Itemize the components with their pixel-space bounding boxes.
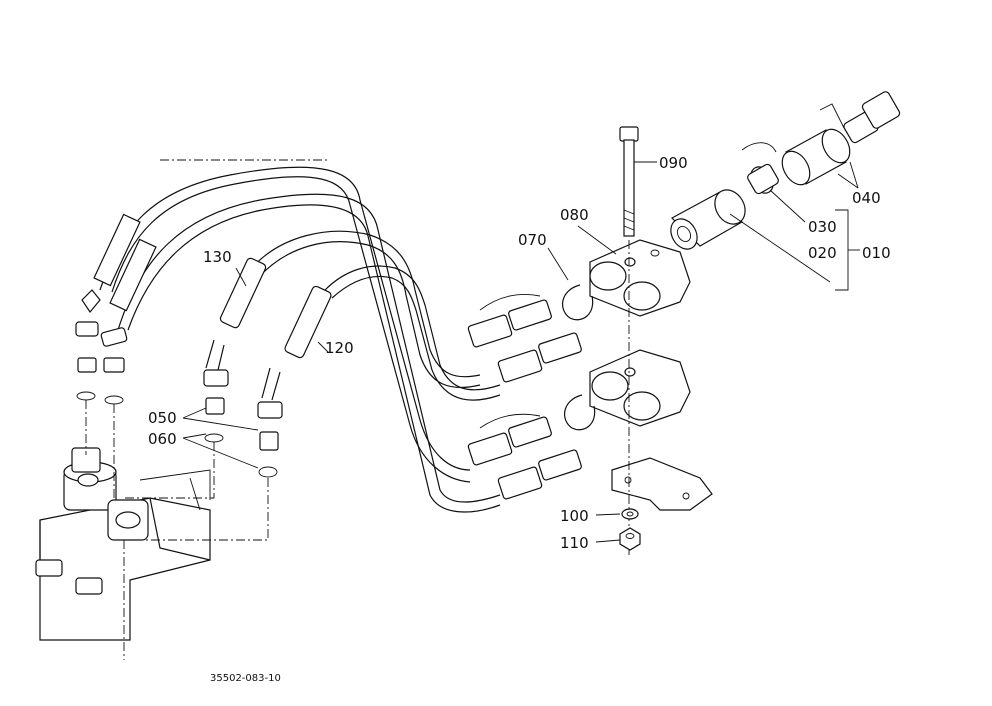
circlip-lower bbox=[564, 394, 596, 431]
callout-130: 130 bbox=[203, 248, 232, 266]
callout-100: 100 bbox=[560, 507, 589, 525]
dust-cap-040 bbox=[781, 91, 901, 186]
callout-010: 010 bbox=[862, 244, 891, 262]
callout-060: 060 bbox=[148, 430, 177, 448]
quick-coupler-upper-1 bbox=[467, 293, 552, 348]
callout-020: 020 bbox=[808, 244, 837, 262]
quick-coupler-lower-1 bbox=[467, 413, 552, 466]
callout-090: 090 bbox=[659, 154, 688, 172]
callout-080: 080 bbox=[560, 206, 589, 224]
coupler-bracket-upper bbox=[589, 239, 691, 317]
callout-leaders bbox=[182, 161, 860, 543]
callout-110: 110 bbox=[560, 534, 589, 552]
left-hose-fitting-1 bbox=[75, 213, 157, 405]
nut-110 bbox=[619, 527, 641, 551]
control-valve-body bbox=[35, 447, 211, 641]
assembly-centerlines bbox=[85, 159, 330, 660]
circlip-070-upper bbox=[562, 284, 594, 321]
drawing-code: 35502-083-10 bbox=[210, 673, 281, 684]
hose-lines bbox=[99, 166, 501, 513]
callout-120: 120 bbox=[325, 339, 354, 357]
callout-070: 070 bbox=[518, 231, 547, 249]
hose-130-assembly bbox=[203, 257, 332, 478]
bolt-090 bbox=[619, 126, 639, 237]
callout-040: 040 bbox=[852, 189, 881, 207]
washer-100 bbox=[621, 508, 639, 520]
callout-050: 050 bbox=[148, 409, 177, 427]
callout-030: 030 bbox=[808, 218, 837, 236]
quick-coupler-upper-2 bbox=[497, 332, 582, 383]
quick-coupler-lower-2 bbox=[497, 449, 582, 500]
dust-plug-030 bbox=[741, 142, 779, 195]
mounting-plate bbox=[611, 457, 713, 511]
coupler-bracket-lower bbox=[589, 349, 691, 427]
coupler-socket-020 bbox=[670, 189, 746, 250]
